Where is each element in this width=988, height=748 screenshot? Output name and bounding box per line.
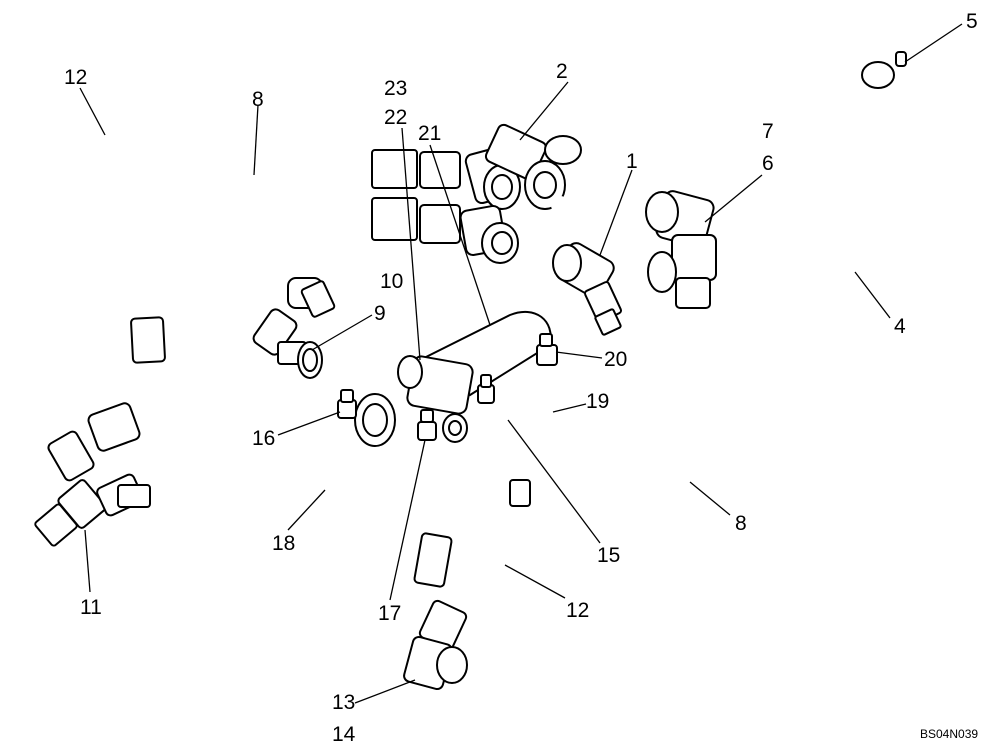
callout-8-lower: 8 (735, 512, 747, 535)
callout-19: 19 (586, 390, 609, 413)
hose-clamp-5 (861, 51, 907, 89)
callout-8-upper: 8 (252, 88, 264, 111)
hose-12-left (0, 118, 390, 465)
callout-4: 4 (894, 315, 906, 338)
valve-body-10 (354, 310, 552, 447)
leader-lines (79, 23, 963, 704)
callout-6: 6 (762, 152, 774, 175)
fitting-13-14 (403, 599, 468, 691)
callout-10: 10 (380, 270, 403, 293)
callout-22: 22 (384, 106, 407, 129)
callout-13: 13 (332, 691, 355, 714)
callout-9: 9 (374, 302, 386, 325)
callout-20: 20 (604, 348, 627, 371)
callout-2: 2 (556, 60, 568, 83)
elbow-fitting-9 (252, 277, 336, 379)
figure-code: BS04N039 (920, 727, 978, 741)
callout-21: 21 (418, 122, 441, 145)
adapter-fitting-2 (459, 123, 582, 264)
callout-14: 14 (332, 723, 356, 746)
callout-7: 7 (762, 120, 774, 143)
tee-fitting-6-7 (645, 190, 717, 309)
hose-12-right (432, 252, 709, 633)
hose-8-right (491, 321, 723, 511)
callout-12-upper: 12 (64, 66, 87, 89)
callout-11: 11 (80, 596, 102, 619)
hose-8-left (119, 176, 389, 439)
callout-5: 5 (966, 10, 978, 33)
bleed-screws (337, 333, 558, 441)
lower-fittings (413, 479, 531, 588)
callout-15: 15 (597, 544, 620, 567)
callout-labels: 2 1 4 5 6 7 8 8 9 10 11 12 12 13 14 15 1… (64, 10, 978, 746)
callout-16: 16 (252, 427, 275, 450)
hose-loop-18-19 (300, 369, 550, 549)
callout-12-lower: 12 (566, 599, 589, 622)
fitting-1 (552, 242, 622, 336)
hose-4 (680, 60, 961, 325)
callout-23: 23 (384, 77, 407, 100)
callout-1: 1 (626, 150, 638, 173)
callout-18: 18 (272, 532, 295, 555)
fitting-11 (34, 402, 151, 547)
callout-17: 17 (378, 602, 401, 625)
